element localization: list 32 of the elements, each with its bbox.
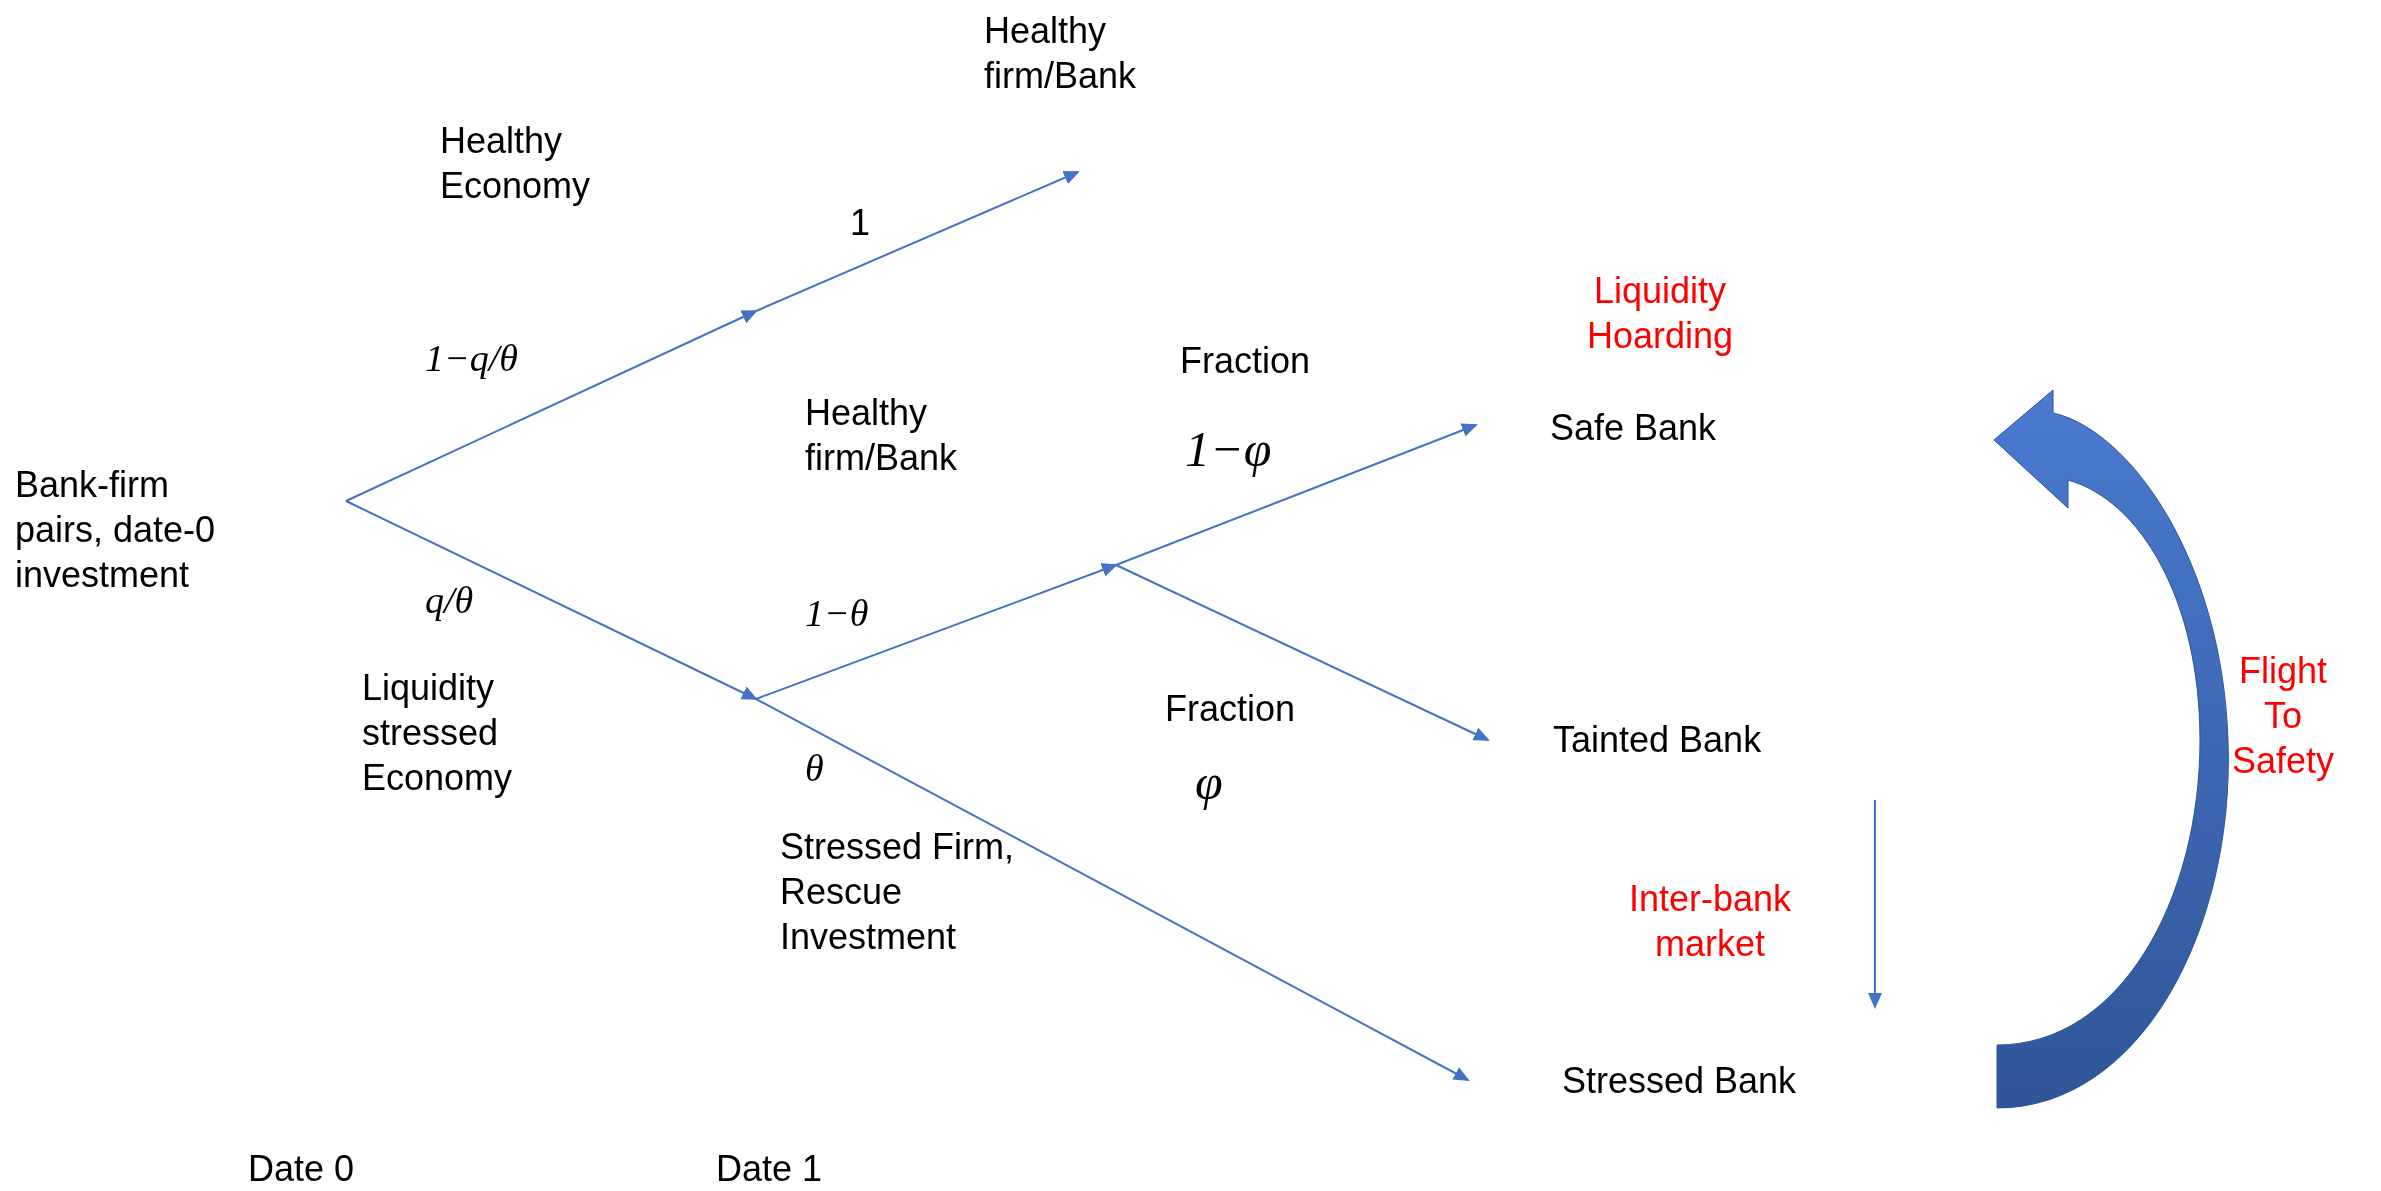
edge-label: Inter-bank market: [1627, 877, 1793, 966]
math-label: 1−θ: [805, 591, 870, 636]
text-label: Healthy firm/Bank: [805, 391, 959, 480]
text-label: 1: [850, 201, 872, 245]
node-label: Healthy firm/Bank: [984, 8, 1174, 98]
text-label: Date 1: [716, 1147, 824, 1191]
annotation: Liquidity Hoarding: [1585, 269, 1735, 358]
text-label: Fraction: [1180, 339, 1312, 383]
text-label: Date 0: [248, 1147, 356, 1191]
node-label: Bank-firm pairs, date-0 investment: [15, 462, 265, 597]
curved-block-arrow: [1993, 389, 2229, 1109]
arrow: [1868, 799, 1882, 1009]
edge-label: Flight To Safety: [2230, 649, 2336, 783]
node-label: Tainted Bank: [1553, 717, 1813, 762]
math-label: 1−φ: [1185, 420, 1273, 479]
arrow: [755, 563, 1118, 700]
arrow: [345, 310, 758, 502]
text-label: Healthy Economy: [440, 119, 592, 208]
math-label: 1−q/θ: [425, 336, 519, 381]
math-label: θ: [805, 746, 825, 791]
text-label: Liquidity stressed Economy: [362, 666, 514, 800]
math-label: φ: [1195, 753, 1224, 812]
arrow: [1115, 564, 1490, 741]
math-label: q/θ: [425, 578, 475, 623]
arrow: [755, 171, 1080, 312]
arrow: [1115, 423, 1478, 566]
node-label: Safe Bank: [1550, 405, 1770, 450]
arrow: [345, 500, 758, 700]
arrow: [755, 698, 1470, 1081]
node-label: Stressed Bank: [1562, 1058, 1842, 1103]
text-label: Stressed Firm, Rescue Investment: [780, 825, 1016, 959]
text-label: Fraction: [1165, 687, 1297, 731]
